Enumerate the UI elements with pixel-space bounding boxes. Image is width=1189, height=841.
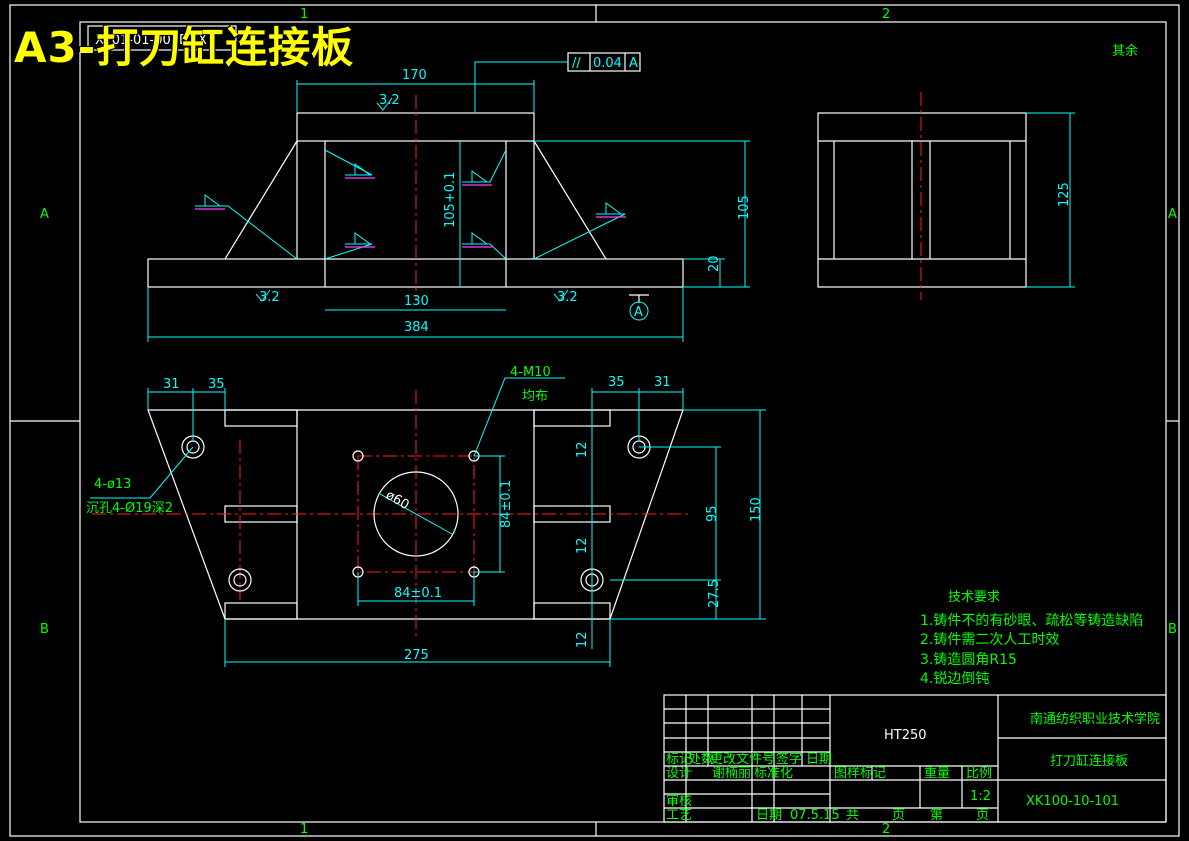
stage-label-scale: 比例	[966, 766, 992, 781]
standardization-label: 标准化	[754, 766, 793, 781]
gdt-datum: A	[629, 56, 638, 71]
callout-counterbore: 沉孔4-Ø19深2	[86, 501, 173, 516]
stage-label-weight: 重量	[924, 765, 950, 781]
row-label-date: 日期	[806, 752, 832, 767]
plan-view: ø60 84±0.1 84±0.1 275 31 35 35 31 12 12	[86, 365, 766, 667]
dim-20: 20	[707, 255, 722, 272]
stage-label-sheet: 图样标记	[834, 766, 886, 781]
review-label: 审核	[666, 794, 692, 809]
dim-31-left: 31	[163, 377, 180, 392]
school-name: 南通纺织职业技术学院	[1030, 711, 1160, 727]
dim-275: 275	[404, 648, 429, 663]
dim-35-left: 35	[208, 377, 225, 392]
design-label: 设计	[666, 766, 692, 781]
dim-31-right: 31	[654, 375, 671, 390]
dim-105: 105	[737, 195, 752, 220]
tech-item-1: 1.铸件不的有砂眼、疏松等铸造缺陷	[920, 612, 1143, 629]
dim-12-bottom: 12	[575, 631, 590, 648]
tech-item-4: 4.锐边倒钝	[920, 671, 989, 687]
dim-105-tol: 105+0.1	[443, 172, 458, 228]
sheet-total-unit: 页	[892, 808, 905, 823]
zone-top-1: 1	[300, 7, 308, 22]
dim-384: 384	[404, 320, 429, 335]
zone-bottom-2: 2	[882, 822, 890, 837]
code-text: XP01-01-001DXX	[95, 33, 207, 48]
dim-27-5: 27.5	[707, 579, 722, 608]
gdt-symbol: //	[572, 56, 581, 71]
process-label: 工艺	[666, 808, 692, 823]
dim-125: 125	[1057, 182, 1072, 207]
callout-holes: 4-ø13	[94, 477, 131, 492]
sheet-no-unit: 页	[976, 808, 989, 823]
row-label-sign: 签字	[776, 751, 802, 767]
drawing-number: XK100-10-101	[1026, 794, 1119, 809]
zone-left-b: B	[40, 622, 49, 637]
gdt-value: 0.04	[593, 56, 622, 71]
tech-title: 技术要求	[948, 590, 1000, 605]
dim-150: 150	[749, 497, 764, 522]
zone-left-a: A	[40, 207, 49, 222]
dim-84-vertical: 84±0.1	[499, 480, 514, 528]
dim-84-horizontal: 84±0.1	[394, 586, 442, 601]
roughness-right: 3.2	[557, 290, 578, 305]
zone-right-a: A	[1168, 207, 1177, 222]
row-label-file: 更改文件号	[710, 752, 775, 767]
roughness-corner: 其余	[1112, 43, 1138, 59]
callout-m10: 4-M10	[510, 365, 551, 380]
callout-m10-note: 均布	[522, 389, 548, 404]
roughness-left: 3.2	[259, 290, 280, 305]
dim-12-mid: 12	[575, 537, 590, 554]
dim-130: 130	[404, 294, 429, 309]
zone-top-2: 2	[882, 7, 890, 22]
part-name: 打刀缸连接板	[1050, 753, 1128, 769]
dim-12-top: 12	[575, 441, 590, 458]
tech-item-2: 2.铸件需二次人工时效	[920, 632, 1059, 648]
dim-35-right: 35	[608, 375, 625, 390]
zone-bottom-1: 1	[300, 822, 308, 837]
sheet-total-label: 共	[846, 808, 859, 823]
tech-requirements: 技术要求 1.铸件不的有砂眼、疏松等铸造缺陷 2.铸件需二次人工时效 3.铸造圆…	[920, 590, 1143, 687]
drawing-title-banner: A3-打刀缸连接板	[14, 23, 355, 72]
tech-item-3: 3.铸造圆角R15	[920, 652, 1017, 668]
date-value: 07.5.15	[790, 808, 840, 823]
dim-170: 170	[402, 68, 427, 83]
date-label: 日期	[756, 808, 782, 823]
side-view: 125	[817, 92, 1075, 300]
designer-name: 谢楠丽	[712, 765, 751, 781]
zone-right-b: B	[1168, 622, 1177, 637]
datum-a: A	[634, 305, 643, 320]
row-label-count: 处数	[688, 752, 714, 767]
title-block: HT250 南通纺织职业技术学院 打刀缸连接板 XK100-10-101 1:2…	[663, 694, 1167, 823]
scale-value: 1:2	[970, 789, 991, 804]
row-label-mark: 标记	[666, 752, 692, 767]
code-box	[87, 25, 237, 51]
material: HT250	[884, 728, 927, 743]
front-view: 170 105 20 105+0.1 130 384 // 0.04 A A	[147, 52, 752, 342]
outer-frame	[9, 4, 1180, 837]
inner-frame	[79, 21, 1167, 823]
sheet-no-label: 第	[930, 808, 943, 823]
dim-95: 95	[705, 505, 720, 522]
roughness-top: 3.2	[379, 93, 400, 108]
